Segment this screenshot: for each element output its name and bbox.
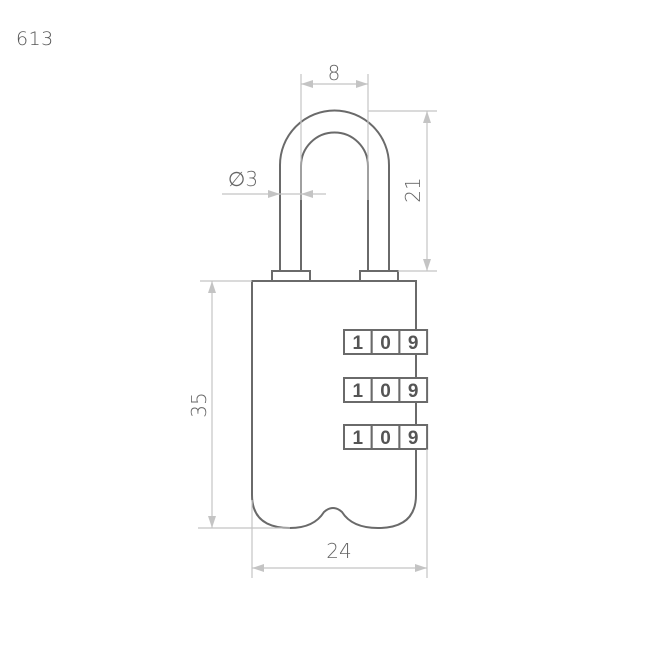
wheel-cell[interactable] (398, 377, 429, 403)
dimension-shackle-height: 21 (368, 110, 437, 272)
shackle-collar-left (271, 270, 311, 282)
svg-text:24: 24 (326, 539, 351, 563)
dimension-shackle-width: 8 (300, 61, 369, 200)
dimension-body-height: 35 (187, 280, 290, 529)
wheel-digit: 0 (380, 381, 391, 402)
wheel-digit: 0 (380, 333, 391, 354)
svg-text:∅3: ∅3 (228, 167, 258, 191)
wheel-digit: 1 (353, 381, 364, 402)
shackle-collar-right (359, 270, 399, 282)
svg-text:8: 8 (328, 61, 341, 85)
wheel-digit: 9 (408, 381, 419, 402)
wheel-cell[interactable] (370, 377, 401, 403)
svg-text:35: 35 (187, 392, 211, 417)
wheel-cell[interactable] (398, 329, 429, 355)
wheel-cell[interactable] (370, 329, 401, 355)
wheel-cell[interactable] (398, 424, 429, 450)
shackle (279, 109, 390, 273)
svg-text:21: 21 (401, 177, 425, 202)
lock-body (251, 280, 417, 530)
wheel-cell[interactable] (343, 424, 373, 450)
wheel-digit: 1 (353, 333, 364, 354)
wheel-digit: 9 (408, 333, 419, 354)
dimension-shackle-diameter: ∅3 (222, 167, 326, 198)
wheel-digit: 9 (408, 428, 419, 449)
model-number: 613 (16, 28, 54, 50)
wheel-digit: 0 (380, 428, 391, 449)
dimension-body-width: 24 (251, 449, 428, 578)
wheel-digit: 1 (353, 428, 364, 449)
